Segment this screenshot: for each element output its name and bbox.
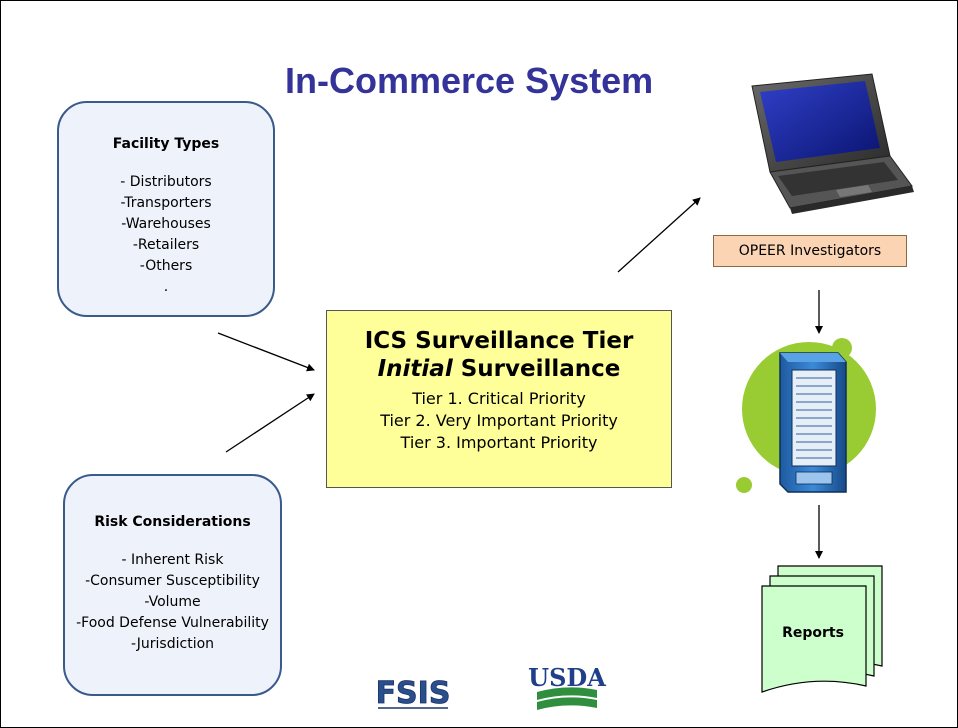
facility-item: - Distributors	[120, 174, 212, 190]
center-subheading: Initial Surveillance	[327, 356, 671, 382]
tier-item: Tier 2. Very Important Priority	[380, 411, 618, 430]
arrow-risk-to-center	[225, 393, 315, 453]
center-heading: ICS Surveillance Tier	[364, 328, 634, 354]
server-icon	[736, 338, 876, 493]
reports-label: Reports	[782, 625, 844, 641]
facility-item: -Others	[139, 258, 193, 274]
slide-title: In-Commerce System	[285, 60, 654, 101]
risk-item: -Jurisdiction	[130, 636, 215, 652]
risk-item: -Consumer Susceptibility	[85, 573, 260, 589]
arrow-facility-to-center	[217, 332, 315, 372]
fsis-logo-text: FSIS	[376, 676, 451, 711]
risk-item: - Inherent Risk	[121, 552, 224, 568]
opeer-investigators-label: OPEER Investigators	[713, 235, 907, 267]
tier-item: Tier 3. Important Priority	[400, 433, 598, 452]
facility-item: -Warehouses	[121, 216, 211, 232]
facility-types-box: Facility Types - Distributors -Transport…	[57, 101, 275, 317]
usda-logo-text: USDA	[528, 663, 606, 692]
center-subheading-italic: Initial	[377, 356, 453, 382]
risk-considerations-heading: Risk Considerations	[94, 514, 251, 530]
facility-types-heading: Facility Types	[112, 136, 220, 152]
risk-item: -Food Defense Vulnerability	[76, 615, 269, 631]
reports-documents-icon	[761, 565, 883, 693]
ics-surveillance-tier-box: ICS Surveillance Tier Initial Surveillan…	[326, 310, 672, 488]
usda-logo: USDA	[528, 663, 606, 710]
fsis-logo: FSIS	[375, 668, 451, 712]
facility-item: -Transporters	[120, 195, 212, 211]
tier-item: Tier 1. Critical Priority	[412, 389, 586, 408]
tier-list: Tier 1. Critical Priority Tier 2. Very I…	[327, 388, 671, 454]
center-subheading-rest: Surveillance	[452, 356, 621, 382]
facility-item: .	[163, 279, 169, 295]
risk-considerations-box: Risk Considerations - Inherent Risk -Con…	[63, 474, 282, 696]
arrow-center-to-laptop	[617, 197, 701, 273]
risk-item: -Volume	[144, 594, 201, 610]
laptop-icon	[751, 73, 914, 214]
facility-item: -Retailers	[132, 237, 200, 253]
